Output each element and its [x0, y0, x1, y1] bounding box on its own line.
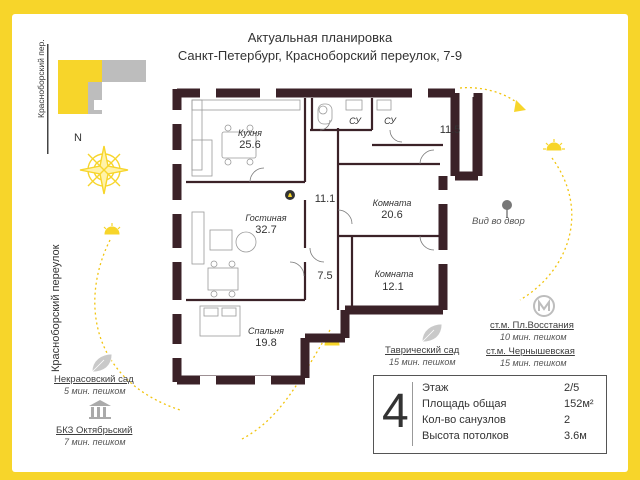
info-row-ceiling: Высота потолков 3.6м: [422, 430, 587, 442]
room-area-corridor: 11.1: [314, 193, 336, 205]
room-label-wc1: СУ: [349, 116, 361, 126]
info-row-floor: Этаж 2/5: [422, 382, 580, 394]
info-row-bathrooms: Кол-во санузлов 2: [422, 414, 571, 426]
place-bkz-time: 7 мин. пешком: [64, 437, 126, 447]
place-nekrasov-time: 5 мин. пешком: [64, 386, 126, 396]
metro-icon: [533, 295, 555, 317]
place-nekrasov-garden[interactable]: Некрасовский сад: [54, 374, 134, 385]
yard-view-label: Вид во двор: [472, 216, 525, 227]
windows: [172, 88, 448, 386]
metro-vosstaniya[interactable]: ст.м. Пл.Восстания: [490, 320, 574, 331]
room-label-bedroom: Спальня: [248, 326, 284, 336]
room-area-room1: 20.6: [381, 209, 403, 221]
address: Санкт-Петербург, Красноборский переулок,…: [177, 48, 463, 63]
metro-chernyshevskaya[interactable]: ст.м. Чернышевская: [486, 346, 575, 357]
room-area-room2: 12.1: [382, 281, 404, 293]
place-tauride-time: 15 мин. пешком: [389, 357, 456, 367]
sun-icon: [543, 139, 565, 151]
room-label-wc2: СУ: [384, 116, 396, 126]
floor-number-big: 4: [382, 385, 409, 438]
pin-icon: [502, 200, 512, 218]
leaf-icon: [91, 353, 113, 373]
room-label-kitchen: Кухня: [238, 128, 262, 138]
room-area-storage: 11.5: [439, 124, 461, 136]
place-bkz-hall[interactable]: БКЗ Октябрьский: [56, 425, 133, 436]
room-label-room1: Комната: [372, 198, 412, 208]
leaf-icon: [421, 323, 443, 343]
locator-map: [47, 44, 146, 154]
inner-walls: [186, 98, 443, 310]
compass-north-letter: N: [74, 132, 82, 144]
stove-icon: [285, 190, 295, 200]
doors: [249, 119, 435, 277]
room-area-living: 32.7: [255, 224, 277, 236]
place-tauride-garden[interactable]: Таврический сад: [385, 345, 460, 356]
top-right-arc: [459, 86, 521, 106]
metro-vosstaniya-time: 10 мин. пешком: [500, 332, 567, 342]
sun-icon: [103, 223, 121, 235]
info-divider: [412, 382, 413, 446]
room-label-room2: Комната: [374, 269, 414, 279]
left-route-arc: [94, 239, 181, 411]
room-area-hall: 7.5: [317, 270, 333, 282]
page-title: Актуальная планировка: [247, 30, 393, 45]
compass-icon: [79, 145, 129, 195]
room-area-kitchen: 25.6: [239, 139, 261, 151]
theater-icon: [89, 400, 111, 419]
furniture: [191, 99, 392, 337]
room-area-bedroom: 19.8: [255, 337, 277, 349]
info-row-area: Площадь общая 152м²: [422, 398, 594, 410]
outer-walls: [172, 88, 483, 385]
metro-chernyshevskaya-time: 15 мин. пешком: [500, 358, 567, 368]
right-route-arc: [519, 157, 573, 301]
apartment-info-box: 4 Этаж 2/5 Площадь общая 152м² Кол-во са…: [373, 375, 607, 454]
room-label-living: Гостиная: [245, 213, 287, 223]
